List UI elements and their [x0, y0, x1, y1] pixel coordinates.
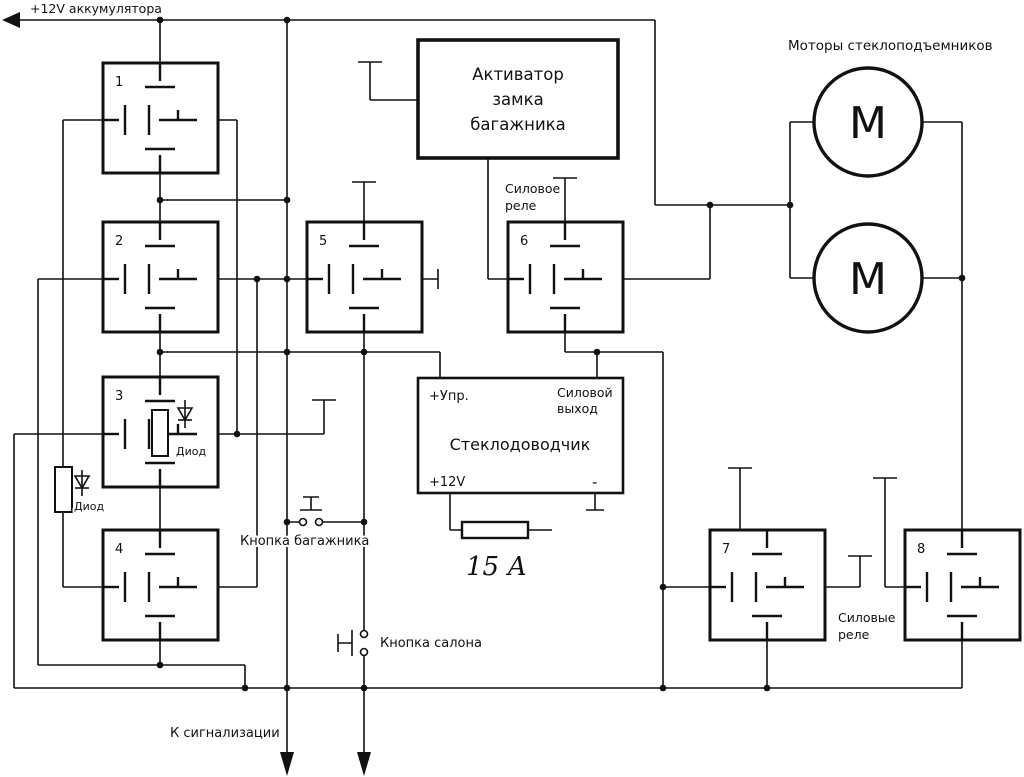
closer-minus-label: - — [592, 473, 597, 491]
motors-title: Моторы стеклоподъемников — [788, 38, 993, 54]
relay-6: 6 — [506, 220, 625, 334]
standalone-diode: Диод — [54, 466, 106, 515]
closer-ctrl-label: +Упр. — [429, 389, 469, 404]
diode-body — [54, 466, 73, 513]
motor-2-letter: М — [849, 254, 887, 305]
relay-8: 8 — [903, 528, 1022, 642]
relay-2-number: 2 — [115, 234, 123, 249]
relay-1: 1 — [101, 61, 220, 175]
window-motor-2: М — [812, 222, 924, 334]
trunk-actuator-box: Активатор замка багажника — [416, 38, 620, 160]
cabin-button-label: Кнопка салона — [380, 636, 482, 651]
diode-label: Диод — [74, 500, 104, 513]
fuse: 15 А — [460, 520, 530, 582]
junction-dots — [156, 16, 966, 692]
relay-3-resistor — [151, 409, 169, 457]
alarm-label: К сигнализации — [170, 726, 280, 741]
relay-7-number: 7 — [722, 542, 730, 557]
relay-3-diode-label: Диод — [176, 445, 206, 458]
motor-1-letter: М — [849, 98, 887, 149]
relay-3-number: 3 — [115, 389, 123, 404]
closer-out-label-2: выход — [557, 401, 598, 416]
power-relay-label-1: Силовое — [505, 181, 561, 196]
window-closer-box: +Упр. Силовой выход Стеклодоводчик +12V … — [416, 376, 625, 495]
fuse-rating: 15 А — [466, 552, 527, 582]
trunk-actuator-line2: замка — [492, 90, 543, 109]
relay-8-number: 8 — [917, 542, 925, 557]
closer-title: Стеклодоводчик — [450, 435, 591, 454]
relay-3-diode-icon — [176, 400, 194, 428]
fuse-body — [460, 520, 530, 540]
relay-2: 2 — [101, 220, 220, 334]
relay-5-number: 5 — [319, 234, 327, 249]
relay-6-number: 6 — [520, 234, 528, 249]
trunk-button-label: Кнопка багажника — [240, 534, 369, 549]
alarm-arrow-icon-1 — [280, 752, 294, 776]
wires — [13, 19, 963, 752]
trunk-actuator-line3: багажника — [470, 115, 566, 134]
closer-out-label-1: Силовой — [557, 385, 613, 400]
alarm-arrow-icon-2 — [357, 752, 371, 776]
power-relay-label-2: реле — [505, 198, 537, 213]
power-relays-label-2: реле — [838, 627, 870, 642]
cabin-button — [359, 629, 369, 657]
relay-1-number: 1 — [115, 75, 123, 90]
trunk-actuator-line1: Активатор — [472, 65, 564, 84]
relay-4: 4 — [101, 528, 220, 642]
trunk-button — [298, 517, 324, 527]
battery-label: +12V аккумулятора — [30, 1, 162, 16]
relay-7: 7 — [708, 528, 827, 642]
closer-plus-label: +12V — [429, 475, 465, 490]
diode-icon — [73, 470, 91, 496]
relay-3: Диод 3 — [101, 375, 220, 489]
window-motor-1: М — [812, 66, 924, 178]
relay-4-number: 4 — [115, 542, 123, 557]
battery-arrow-icon — [2, 12, 20, 28]
relay-5: 5 — [305, 220, 424, 334]
power-relays-label-1: Силовые — [838, 610, 896, 625]
